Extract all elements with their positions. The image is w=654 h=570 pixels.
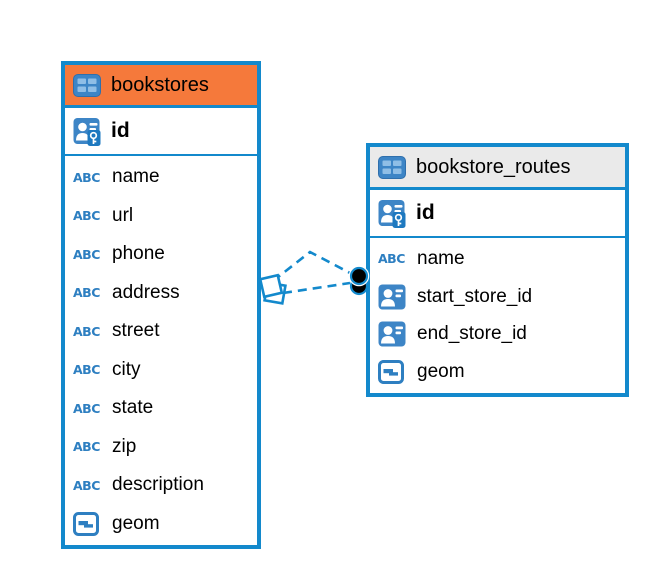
column-row-phone[interactable]: ABC phone [73, 243, 165, 265]
column-row-name[interactable]: ABC name [73, 166, 160, 188]
table-icon [73, 73, 104, 97]
column-row-address[interactable]: ABC address [73, 281, 180, 303]
column-row-id[interactable]: id [65, 108, 257, 156]
foreign-key-icon [378, 284, 409, 310]
text-type-icon: ABC [73, 246, 100, 262]
column-row-start-store-id[interactable]: start_store_id [370, 278, 625, 316]
text-type-icon: ABC [73, 169, 100, 185]
text-type-icon: ABC [73, 285, 100, 301]
text-type-icon: ABC [73, 477, 100, 493]
table-bookstore-routes-header[interactable]: bookstore_routes [370, 147, 625, 190]
text-type-icon: ABC [73, 323, 100, 339]
table-bookstore-routes[interactable]: bookstore_routes id ABC [366, 143, 629, 397]
table-bookstores-header[interactable]: bookstores [65, 65, 257, 108]
table-icon [378, 155, 409, 179]
column-row-state[interactable]: ABC state [73, 397, 154, 419]
text-type-icon: ABC [73, 439, 100, 455]
relationship-dot-marker[interactable] [348, 265, 370, 296]
table-title: bookstores [111, 73, 209, 96]
column-row-description[interactable]: ABC description [73, 474, 204, 496]
text-type-icon: ABC [73, 208, 100, 224]
column-row-url[interactable]: ABC url [73, 204, 134, 226]
primary-key-label: id [111, 119, 130, 142]
column-row-id[interactable]: id [370, 190, 625, 238]
relationship-diamond-marker[interactable] [258, 273, 287, 305]
column-row-geom[interactable]: geom [370, 353, 625, 391]
column-row-zip[interactable]: ABC zip [73, 435, 137, 457]
relationship-line-upper[interactable] [272, 250, 353, 283]
relationship-connector[interactable] [250, 236, 382, 316]
column-list: ABC name ABC url ABC phone ABC address A… [65, 156, 257, 545]
column-row-geom[interactable]: geom [65, 505, 257, 544]
text-type-icon: ABC [73, 400, 100, 416]
text-type-icon: ABC [73, 362, 100, 378]
foreign-key-icon [378, 321, 409, 347]
text-type-icon: ABC [378, 251, 405, 267]
column-row-name[interactable]: ABC name [378, 247, 465, 269]
column-list: ABC name start_store_id [370, 238, 625, 393]
relationship-line-lower[interactable] [282, 281, 351, 295]
primary-key-label: id [416, 201, 435, 224]
table-title: bookstore_routes [416, 155, 571, 178]
column-row-end-store-id[interactable]: end_store_id [370, 316, 625, 354]
table-bookstores[interactable]: bookstores id ABC [61, 61, 261, 549]
primary-key-icon [378, 198, 409, 228]
primary-key-icon [73, 116, 104, 146]
column-row-city[interactable]: ABC city [73, 358, 141, 380]
geometry-type-icon [378, 360, 409, 385]
column-row-street[interactable]: ABC street [73, 320, 160, 342]
geometry-type-icon [73, 511, 104, 536]
